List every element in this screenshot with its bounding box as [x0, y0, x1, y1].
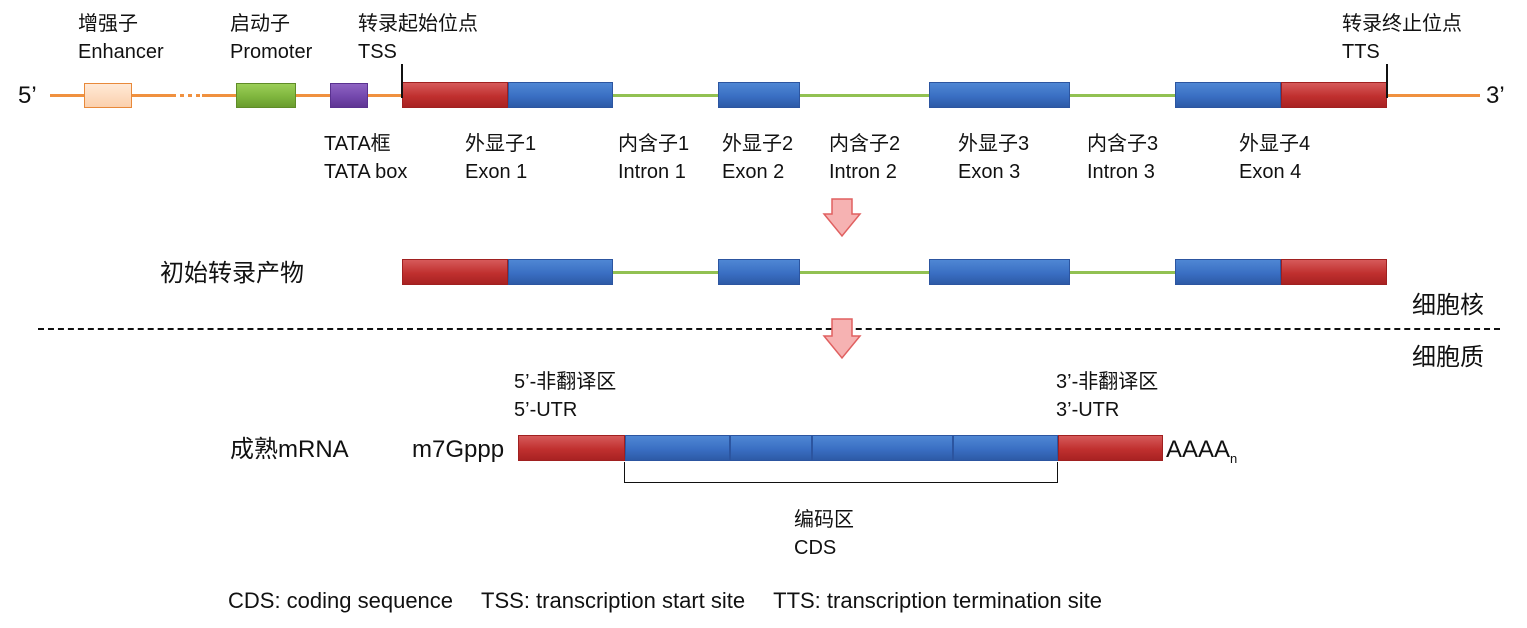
pt-exon3-segment: [929, 259, 1070, 285]
polya-label: AAAAn: [1166, 436, 1238, 466]
exon1-coding-segment: [508, 82, 613, 108]
mrna-exon1-segment: [625, 435, 730, 461]
dna-line-promoter-region: [202, 94, 402, 97]
dna-line-downstream: [1386, 94, 1480, 97]
enhancer-box: [84, 83, 132, 108]
mrna-utr5-segment: [518, 435, 625, 461]
pt-utr3-segment: [1281, 259, 1387, 285]
utr5-segment: [402, 82, 508, 108]
legend-tss: TSS: transcription start site: [481, 588, 746, 613]
tata-box: [330, 83, 368, 108]
nuclear-membrane-divider: [38, 328, 1500, 330]
polya-subscript: n: [1230, 450, 1238, 466]
legend-cds: CDS: coding sequence: [228, 588, 454, 613]
exon2-segment: [718, 82, 800, 108]
promoter-box: [236, 83, 296, 108]
down-arrow-icon: [822, 318, 862, 360]
abbreviation-legend: CDS: coding sequence TSS: transcription s…: [228, 588, 1130, 614]
pt-intron1-line: [612, 271, 719, 274]
exon4-coding-segment: [1175, 82, 1281, 108]
nucleus-label: 细胞核: [1412, 292, 1484, 319]
pt-exon4-segment: [1175, 259, 1281, 285]
primary-transcript-label: 初始转录产物: [160, 260, 304, 287]
intron2-line: [800, 94, 930, 97]
pt-utr5-segment: [402, 259, 508, 285]
dna-line-dotted: [172, 94, 202, 97]
five-prime-label: 5’: [18, 82, 37, 109]
mrna-exon3-segment: [812, 435, 953, 461]
pt-intron3-line: [1070, 271, 1176, 274]
pt-exon2-segment: [718, 259, 800, 285]
tss-marker: [401, 64, 403, 98]
cytoplasm-label: 细胞质: [1412, 344, 1484, 371]
mrna-exon2-segment: [730, 435, 812, 461]
mrna-exon4-segment: [953, 435, 1058, 461]
cds-bracket: [624, 462, 1058, 483]
down-arrow-icon: [822, 198, 862, 238]
pt-exon1-segment: [508, 259, 613, 285]
legend-tts: TTS: transcription termination site: [773, 588, 1103, 613]
mrna-utr3-segment: [1058, 435, 1163, 461]
utr3-segment: [1281, 82, 1387, 108]
pt-intron2-line: [800, 271, 930, 274]
cap-label: m7Gppp: [412, 436, 505, 463]
exon3-segment: [929, 82, 1070, 108]
intron1-line: [612, 94, 719, 97]
intron3-line: [1070, 94, 1176, 97]
three-prime-label: 3’: [1486, 82, 1505, 109]
tts-marker: [1386, 64, 1388, 98]
mature-mrna-label: 成熟mRNA: [230, 436, 349, 463]
